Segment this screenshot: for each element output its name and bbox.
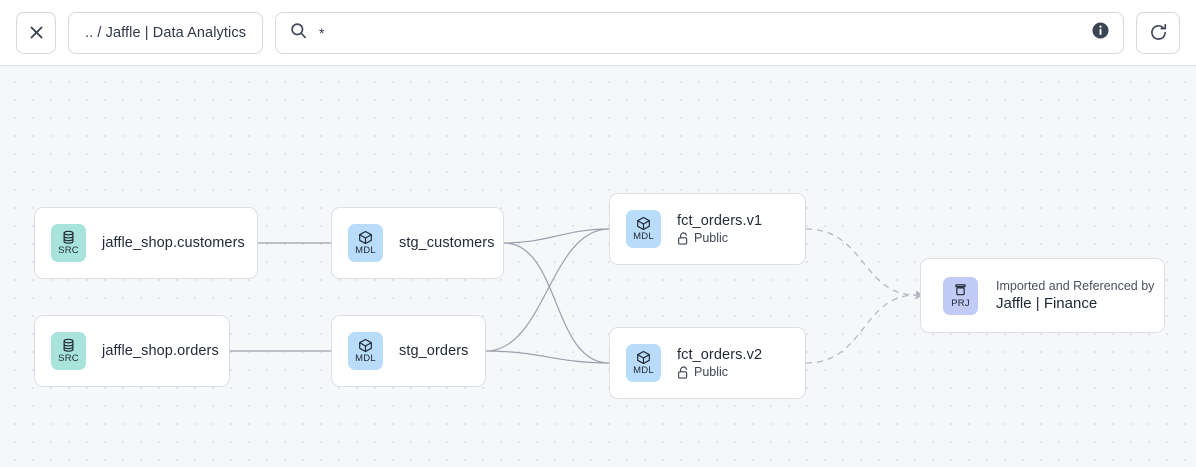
node-title: jaffle_shop.customers xyxy=(102,235,245,251)
node-title: jaffle_shop.orders xyxy=(102,343,219,359)
refresh-button[interactable] xyxy=(1136,11,1180,54)
node-stg-customers[interactable]: MDL stg_customers xyxy=(331,207,504,279)
node-project-jaffle-finance[interactable]: PRJ Imported and Referenced by Jaffle | … xyxy=(920,258,1165,333)
unlock-icon xyxy=(677,231,689,245)
edge-stg-customers-fct-v2 xyxy=(503,242,610,364)
badge-label: MDL xyxy=(355,245,376,256)
cube-icon xyxy=(636,350,651,365)
edge-stg-customers-fct-v1 xyxy=(503,228,610,244)
badge-label: SRC xyxy=(58,353,79,364)
graph-edges xyxy=(230,228,923,364)
edge-fct-v2-project xyxy=(805,294,917,364)
badge-label: SRC xyxy=(58,245,79,256)
edge-fct-v1-project xyxy=(805,228,917,296)
node-title: Jaffle | Finance xyxy=(996,295,1098,312)
node-visibility: Public xyxy=(677,365,762,379)
badge-prj: PRJ xyxy=(943,276,978,315)
badge-label: MDL xyxy=(355,353,376,364)
node-title: stg_orders xyxy=(399,343,469,359)
node-stg-orders[interactable]: MDL stg_orders xyxy=(331,315,486,387)
node-fct-orders-v1[interactable]: MDL fct_orders.v1 Public xyxy=(609,193,806,265)
edge-stg-orders-fct-v2 xyxy=(485,350,610,364)
info-icon[interactable] xyxy=(1092,22,1109,44)
node-visibility: Public xyxy=(677,231,762,245)
node-fct-orders-v2[interactable]: MDL fct_orders.v2 Public xyxy=(609,327,806,399)
badge-src: SRC xyxy=(51,332,86,370)
cube-icon xyxy=(636,216,651,231)
close-icon xyxy=(29,25,44,40)
database-icon xyxy=(61,338,76,353)
edge-arrowhead xyxy=(916,290,923,300)
archive-box-icon xyxy=(953,283,968,298)
node-title: stg_customers xyxy=(399,235,495,251)
badge-mdl: MDL xyxy=(348,332,383,370)
node-title: fct_orders.v2 xyxy=(677,347,763,363)
search-input[interactable]: * xyxy=(275,11,1124,54)
close-button[interactable] xyxy=(16,11,56,54)
badge-label: MDL xyxy=(633,231,654,242)
node-visibility-label: Public xyxy=(694,231,729,245)
unlock-icon xyxy=(677,365,689,379)
database-icon xyxy=(61,230,76,245)
search-icon xyxy=(290,22,307,44)
cube-icon xyxy=(358,338,373,353)
breadcrumb-button[interactable]: .. / Jaffle | Data Analytics xyxy=(68,11,264,54)
node-overline: Imported and Referenced by xyxy=(996,279,1155,293)
top-toolbar: .. / Jaffle | Data Analytics * xyxy=(0,0,1196,66)
badge-mdl: MDL xyxy=(626,210,661,248)
badge-label: PRJ xyxy=(951,297,970,309)
badge-src: SRC xyxy=(51,224,86,262)
node-body: Imported and Referenced by Jaffle | Fina… xyxy=(996,279,1154,312)
lineage-graph-canvas[interactable]: SRC jaffle_shop.customers SRC jaffle_sho… xyxy=(0,66,1196,467)
node-body: stg_customers xyxy=(399,235,495,251)
node-body: fct_orders.v2 Public xyxy=(677,347,762,379)
search-value: * xyxy=(319,24,325,41)
node-jaffle-shop-orders[interactable]: SRC jaffle_shop.orders xyxy=(34,315,230,387)
breadcrumb-label: .. / Jaffle | Data Analytics xyxy=(85,24,247,41)
node-body: jaffle_shop.orders xyxy=(102,343,219,359)
node-body: stg_orders xyxy=(399,343,469,359)
badge-mdl: MDL xyxy=(348,224,383,262)
node-jaffle-shop-customers[interactable]: SRC jaffle_shop.customers xyxy=(34,207,258,279)
badge-mdl: MDL xyxy=(626,344,661,382)
node-body: fct_orders.v1 Public xyxy=(677,213,762,245)
badge-label: MDL xyxy=(633,365,654,376)
node-visibility-label: Public xyxy=(694,365,729,379)
edge-stg-orders-fct-v1 xyxy=(485,228,610,352)
node-title: fct_orders.v1 xyxy=(677,213,763,229)
refresh-icon xyxy=(1149,23,1168,42)
cube-icon xyxy=(358,230,373,245)
node-body: jaffle_shop.customers xyxy=(102,235,245,251)
